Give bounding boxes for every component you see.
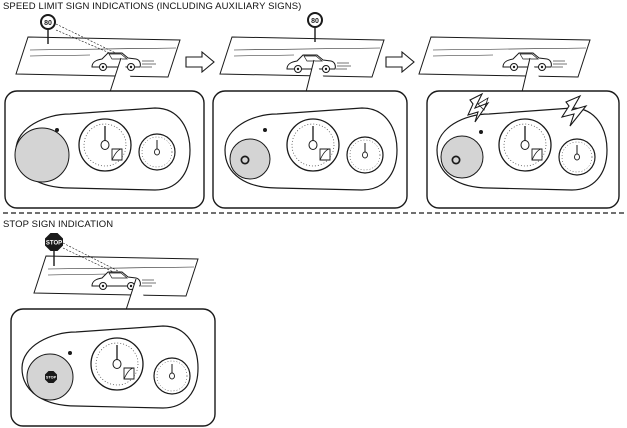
stop-display-icon: STOP: [45, 371, 57, 383]
instrument-cluster-icon: [4, 90, 205, 209]
speed-limit-sign-icon: 80: [306, 11, 324, 43]
instrument-cluster-icon: [212, 90, 408, 209]
warning-lightning-icon: [560, 94, 588, 127]
speed-limit-sign-icon: 80: [39, 13, 57, 45]
instrument-cluster-icon: [426, 90, 620, 209]
arrow-right-icon: [385, 50, 415, 74]
speed-limit-heading: SPEED LIMIT SIGN INDICATIONS (INCLUDING …: [3, 1, 302, 12]
stop-sign-icon: STOP: [45, 233, 63, 266]
warning-lightning-icon: [466, 92, 490, 123]
speed-limit-display-icon: [451, 155, 461, 165]
speed-limit-display-icon: [240, 155, 250, 165]
scene-3-road: [418, 36, 591, 78]
sign-value: 80: [311, 18, 319, 25]
stop-sign-text: STOP: [46, 241, 62, 247]
instrument-cluster-icon: STOP: [10, 308, 216, 427]
stop-sign-heading: STOP SIGN INDICATION: [3, 219, 114, 230]
arrow-right-icon: [185, 50, 215, 74]
stop-display-text: STOP: [46, 376, 57, 380]
sign-value: 80: [44, 20, 52, 27]
scene-1-road: [15, 36, 181, 78]
